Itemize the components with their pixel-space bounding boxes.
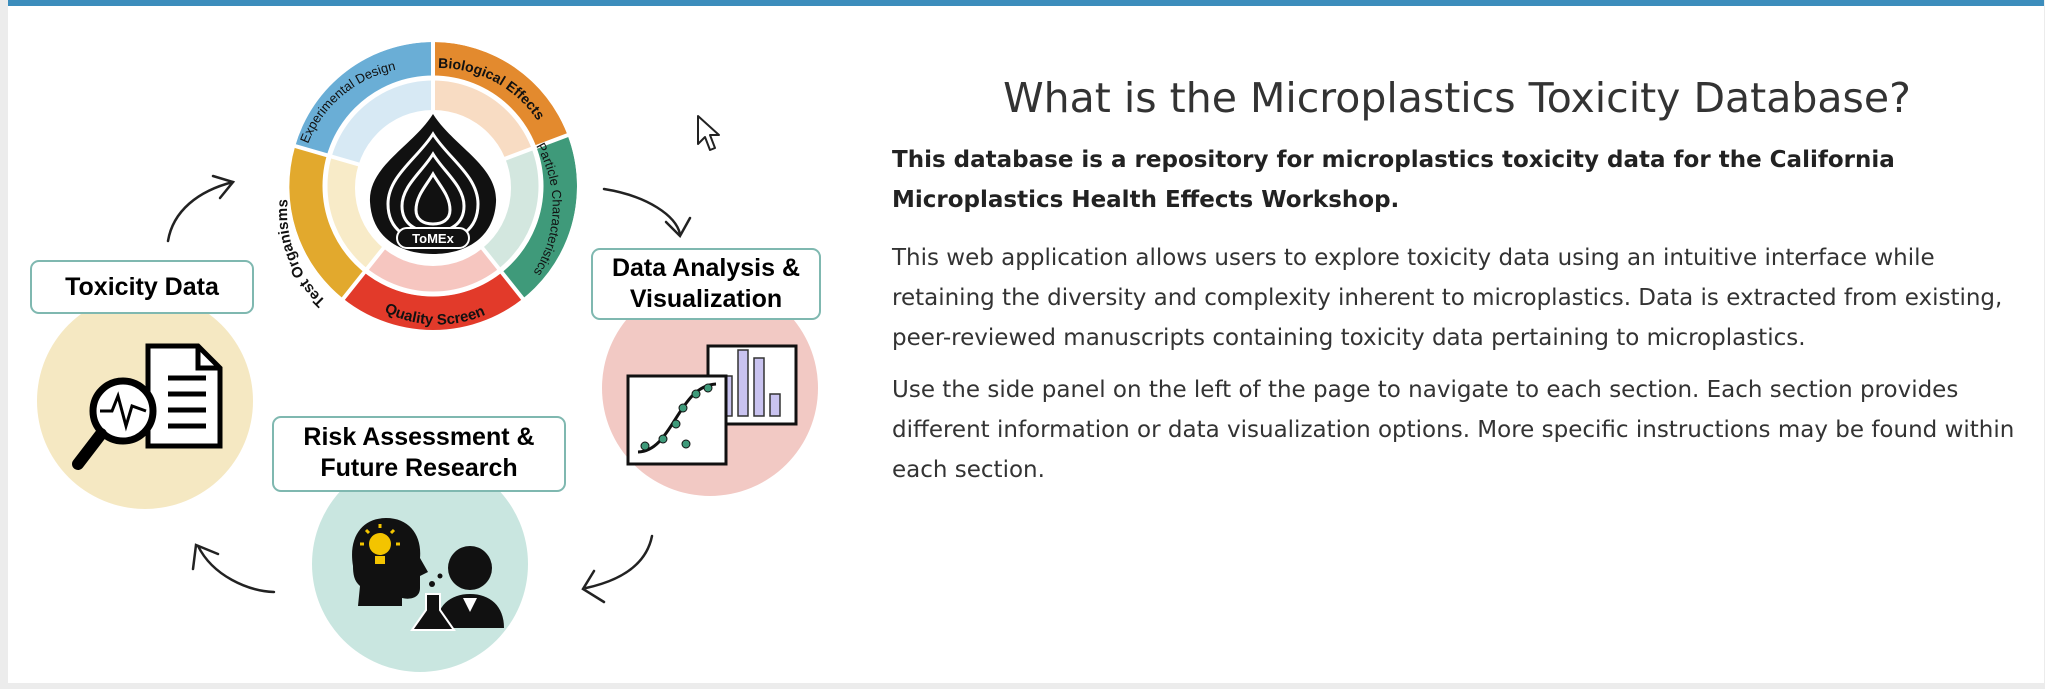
chart-icon [626, 344, 798, 466]
toxicity-data-label: Toxicity Data [30, 260, 254, 314]
page-title: What is the Microplastics Toxicity Datab… [1003, 74, 1911, 122]
workflow-diagram-graphic: Experimental Design Biological Effects P… [37, 38, 818, 672]
intro-lead: This database is a repository for microp… [892, 147, 1895, 213]
content-card: Experimental Design Biological Effects P… [8, 0, 2044, 683]
workflow-diagram: Experimental Design Biological Effects P… [8, 6, 848, 689]
document-search-icon [72, 343, 223, 470]
research-icon [352, 518, 504, 631]
tomex-logo: ToMEx [355, 110, 511, 266]
risk-assessment-label: Risk Assessment & Future Research [272, 416, 566, 492]
tomex-wheel: Experimental Design Biological Effects P… [274, 38, 581, 334]
cycle-arrows [166, 174, 692, 604]
intro-section: What is the Microplastics Toxicity Datab… [882, 66, 2032, 502]
mouse-cursor-icon [697, 115, 720, 151]
intro-paragraph: Use the side panel on the left of the pa… [892, 377, 2015, 483]
logo-text: ToMEx [412, 231, 454, 246]
data-analysis-label: Data Analysis & Visualization [591, 248, 821, 320]
intro-paragraph: This web application allows users to exp… [892, 245, 2003, 351]
